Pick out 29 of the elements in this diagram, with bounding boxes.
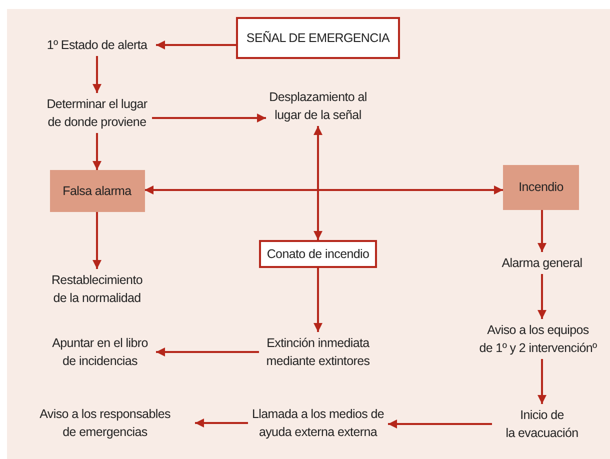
outlined-box: Conato de incendio	[259, 240, 377, 268]
step-text: Desplazamiento al lugar de la señal	[268, 88, 368, 124]
step-text: Alarma general	[502, 254, 582, 272]
step-text: Aviso a los responsables de emergencias	[38, 406, 172, 441]
arrow	[92, 212, 102, 269]
arrow	[152, 114, 266, 122]
step-text: 1º Estado de alerta	[46, 36, 148, 54]
arrow	[92, 56, 102, 93]
arrow	[92, 133, 102, 170]
arrow	[388, 420, 492, 428]
step-text: Inicio de la evacuación	[504, 406, 580, 442]
double-arrow	[144, 186, 503, 194]
process-box: Falsa alarma	[50, 170, 144, 212]
step-text: Determinar el lugar de donde proviene	[46, 96, 148, 131]
arrow	[538, 210, 546, 252]
step-text: Extinción inmediata mediante extintores	[265, 334, 371, 370]
arrow	[156, 348, 259, 356]
step-text: Aviso a los equipos de 1º y 2 intervenciónº	[478, 322, 598, 357]
arrow	[314, 268, 322, 332]
arrow	[538, 359, 546, 404]
step-text: Restablecimiento de la normalidad	[50, 272, 144, 307]
step-text: Apuntar en el libro de incidencias	[51, 334, 149, 370]
arrow	[156, 40, 236, 50]
step-text: Llamada a los medios de ayuda externa externa	[250, 406, 386, 441]
process-box: Incendio	[503, 164, 579, 210]
outlined-box: SEÑAL DE EMERGENCIA	[236, 17, 400, 59]
arrow	[538, 274, 546, 319]
double-arrow	[314, 126, 322, 240]
arrow	[195, 418, 248, 428]
